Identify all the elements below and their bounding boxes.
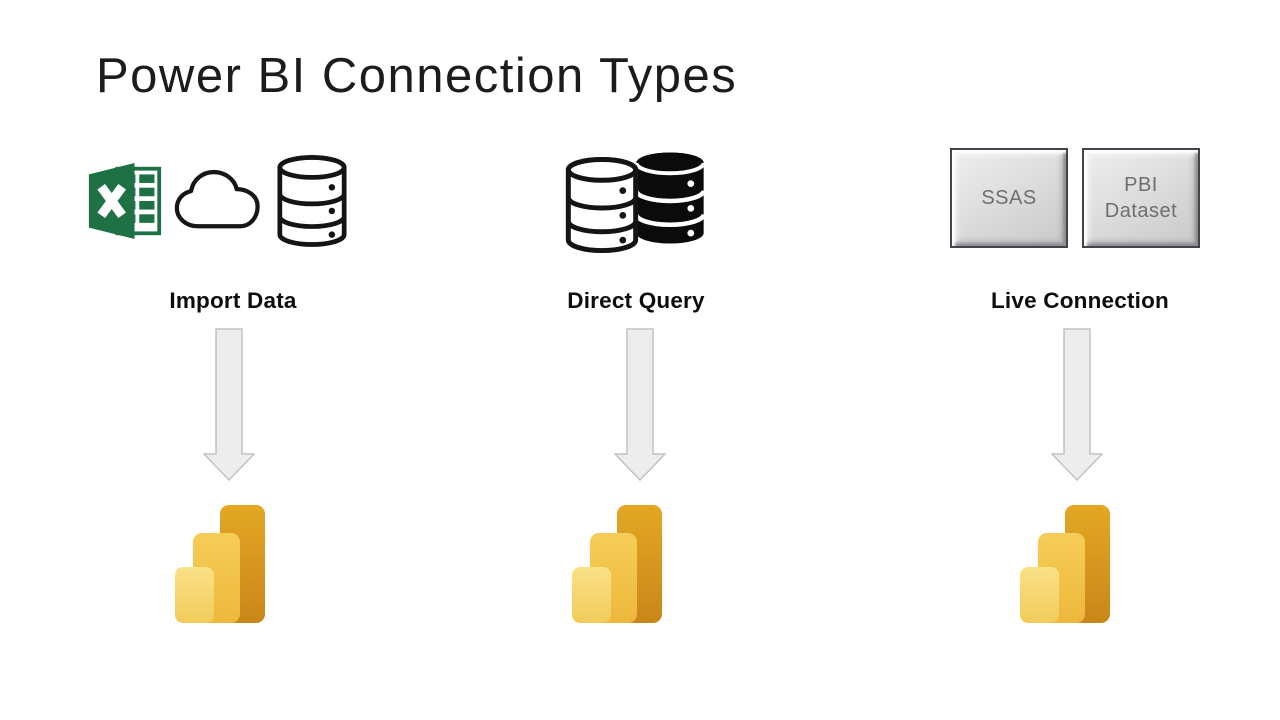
excel-icon (88, 163, 162, 239)
down-arrow-icon (203, 328, 255, 481)
ssas-box-label: SSAS (981, 187, 1037, 209)
power-bi-logo-icon (1020, 505, 1110, 623)
database-outline-icon (565, 156, 639, 254)
database-outline-icon (277, 155, 347, 247)
down-arrow-icon (1051, 328, 1103, 481)
pbi-dataset-box: PBI Dataset (1082, 148, 1200, 248)
import-data-label: Import Data (169, 288, 297, 313)
down-arrow-icon (614, 328, 666, 481)
pbi-dataset-box-label: PBI Dataset (1104, 174, 1178, 222)
slide-title: Power BI Connection Types (96, 49, 738, 103)
direct-query-label: Direct Query (567, 288, 705, 313)
power-bi-logo-icon (175, 505, 265, 623)
database-filled-icon (634, 152, 706, 244)
power-bi-logo-icon (572, 505, 662, 623)
live-connection-label: Live Connection (990, 288, 1169, 313)
ssas-box: SSAS (950, 148, 1068, 248)
cloud-icon (174, 169, 260, 229)
